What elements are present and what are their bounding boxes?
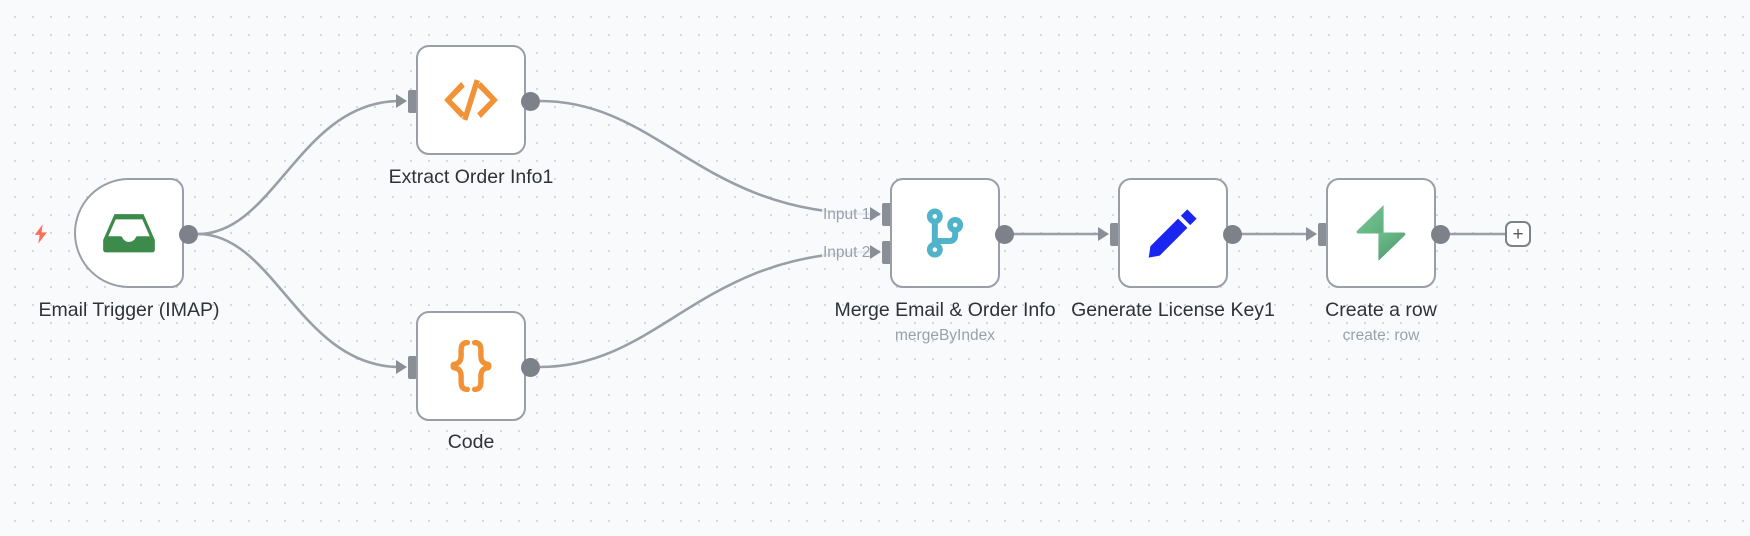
input-label-merge-input-2: Input 2 <box>822 243 872 262</box>
node-sublabel-create-a-row: create: row <box>1342 327 1420 344</box>
lightning-bolt-icon <box>30 220 52 248</box>
plus-icon: + <box>1512 223 1524 245</box>
port-output-code[interactable] <box>521 358 540 377</box>
port-input-arrow-generate-license-key1 <box>1098 227 1109 241</box>
port-output-merge-email-order-info[interactable] <box>995 225 1014 244</box>
port-input-merge-2[interactable] <box>882 241 891 264</box>
node-label-code: Code <box>447 431 495 453</box>
supabase-bolt-icon <box>1328 180 1434 286</box>
node-label-merge-email-order-info: Merge Email & Order Info <box>834 299 1056 321</box>
merge-branch-icon <box>892 180 998 286</box>
node-create-a-row[interactable] <box>1326 178 1436 288</box>
port-input-generate-license-key1[interactable] <box>1110 223 1119 246</box>
port-output-email-trigger[interactable] <box>179 225 198 244</box>
port-input-merge-1[interactable] <box>882 203 891 226</box>
port-input-arrow-merge-1 <box>870 207 881 221</box>
port-input-arrow-merge-2 <box>870 245 881 259</box>
node-extract-order-info1[interactable] <box>416 45 526 155</box>
port-input-extract-order-info1[interactable] <box>408 90 417 113</box>
node-merge-email-order-info[interactable] <box>890 178 1000 288</box>
node-code[interactable] <box>416 311 526 421</box>
port-input-arrow-code <box>396 360 407 374</box>
node-generate-license-key1[interactable] <box>1118 178 1228 288</box>
input-label-merge-input-1: Input 1 <box>822 205 872 224</box>
node-email-trigger-imap[interactable] <box>74 178 184 288</box>
code-angle-brackets-icon <box>418 47 524 153</box>
edge-extract-to-merge-input1 <box>539 99 873 216</box>
port-output-create-a-row[interactable] <box>1431 225 1450 244</box>
port-output-generate-license-key1[interactable] <box>1223 225 1242 244</box>
port-input-create-a-row[interactable] <box>1318 223 1327 246</box>
port-output-extract-order-info1[interactable] <box>521 92 540 111</box>
curly-braces-icon <box>418 313 524 419</box>
node-sublabel-merge-email-order-info: mergeByIndex <box>895 327 995 344</box>
pencil-edit-icon <box>1120 180 1226 286</box>
add-node-button[interactable]: + <box>1505 221 1531 247</box>
node-label-create-a-row: Create a row <box>1325 299 1437 321</box>
port-input-code[interactable] <box>408 356 417 379</box>
port-input-arrow-create-a-row <box>1306 227 1317 241</box>
node-label-email-trigger-imap: Email Trigger (IMAP) <box>38 299 220 321</box>
node-label-generate-license-key1: Generate License Key1 <box>1071 299 1275 321</box>
port-input-arrow-extract-order-info1 <box>396 94 407 108</box>
inbox-icon <box>76 180 182 286</box>
node-label-extract-order-info1: Extract Order Info1 <box>388 166 554 188</box>
